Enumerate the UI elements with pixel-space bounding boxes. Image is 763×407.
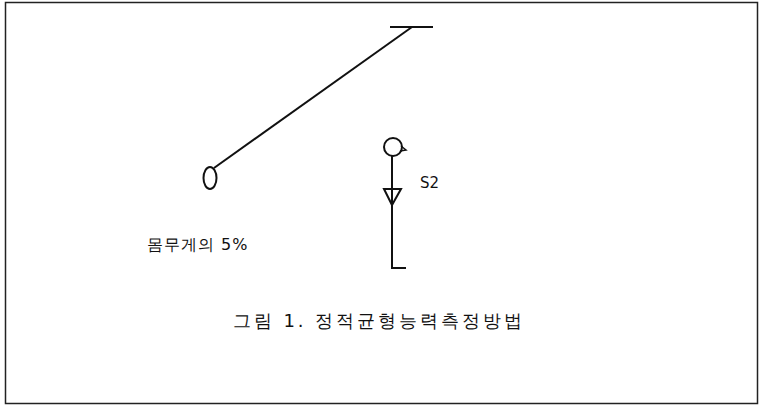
pull-cord xyxy=(214,27,412,168)
nose xyxy=(400,146,406,151)
foot xyxy=(391,267,406,269)
weight xyxy=(204,167,217,189)
figure-frame xyxy=(6,3,758,404)
marker-triangle xyxy=(384,189,401,205)
marker-label: S2 xyxy=(420,174,439,192)
weight-label: 몸무게의 5% xyxy=(147,235,248,256)
head xyxy=(384,138,402,156)
body-line xyxy=(391,156,393,268)
figure-caption: 그림 1. 정적균형능력측정방법 xyxy=(233,309,526,333)
